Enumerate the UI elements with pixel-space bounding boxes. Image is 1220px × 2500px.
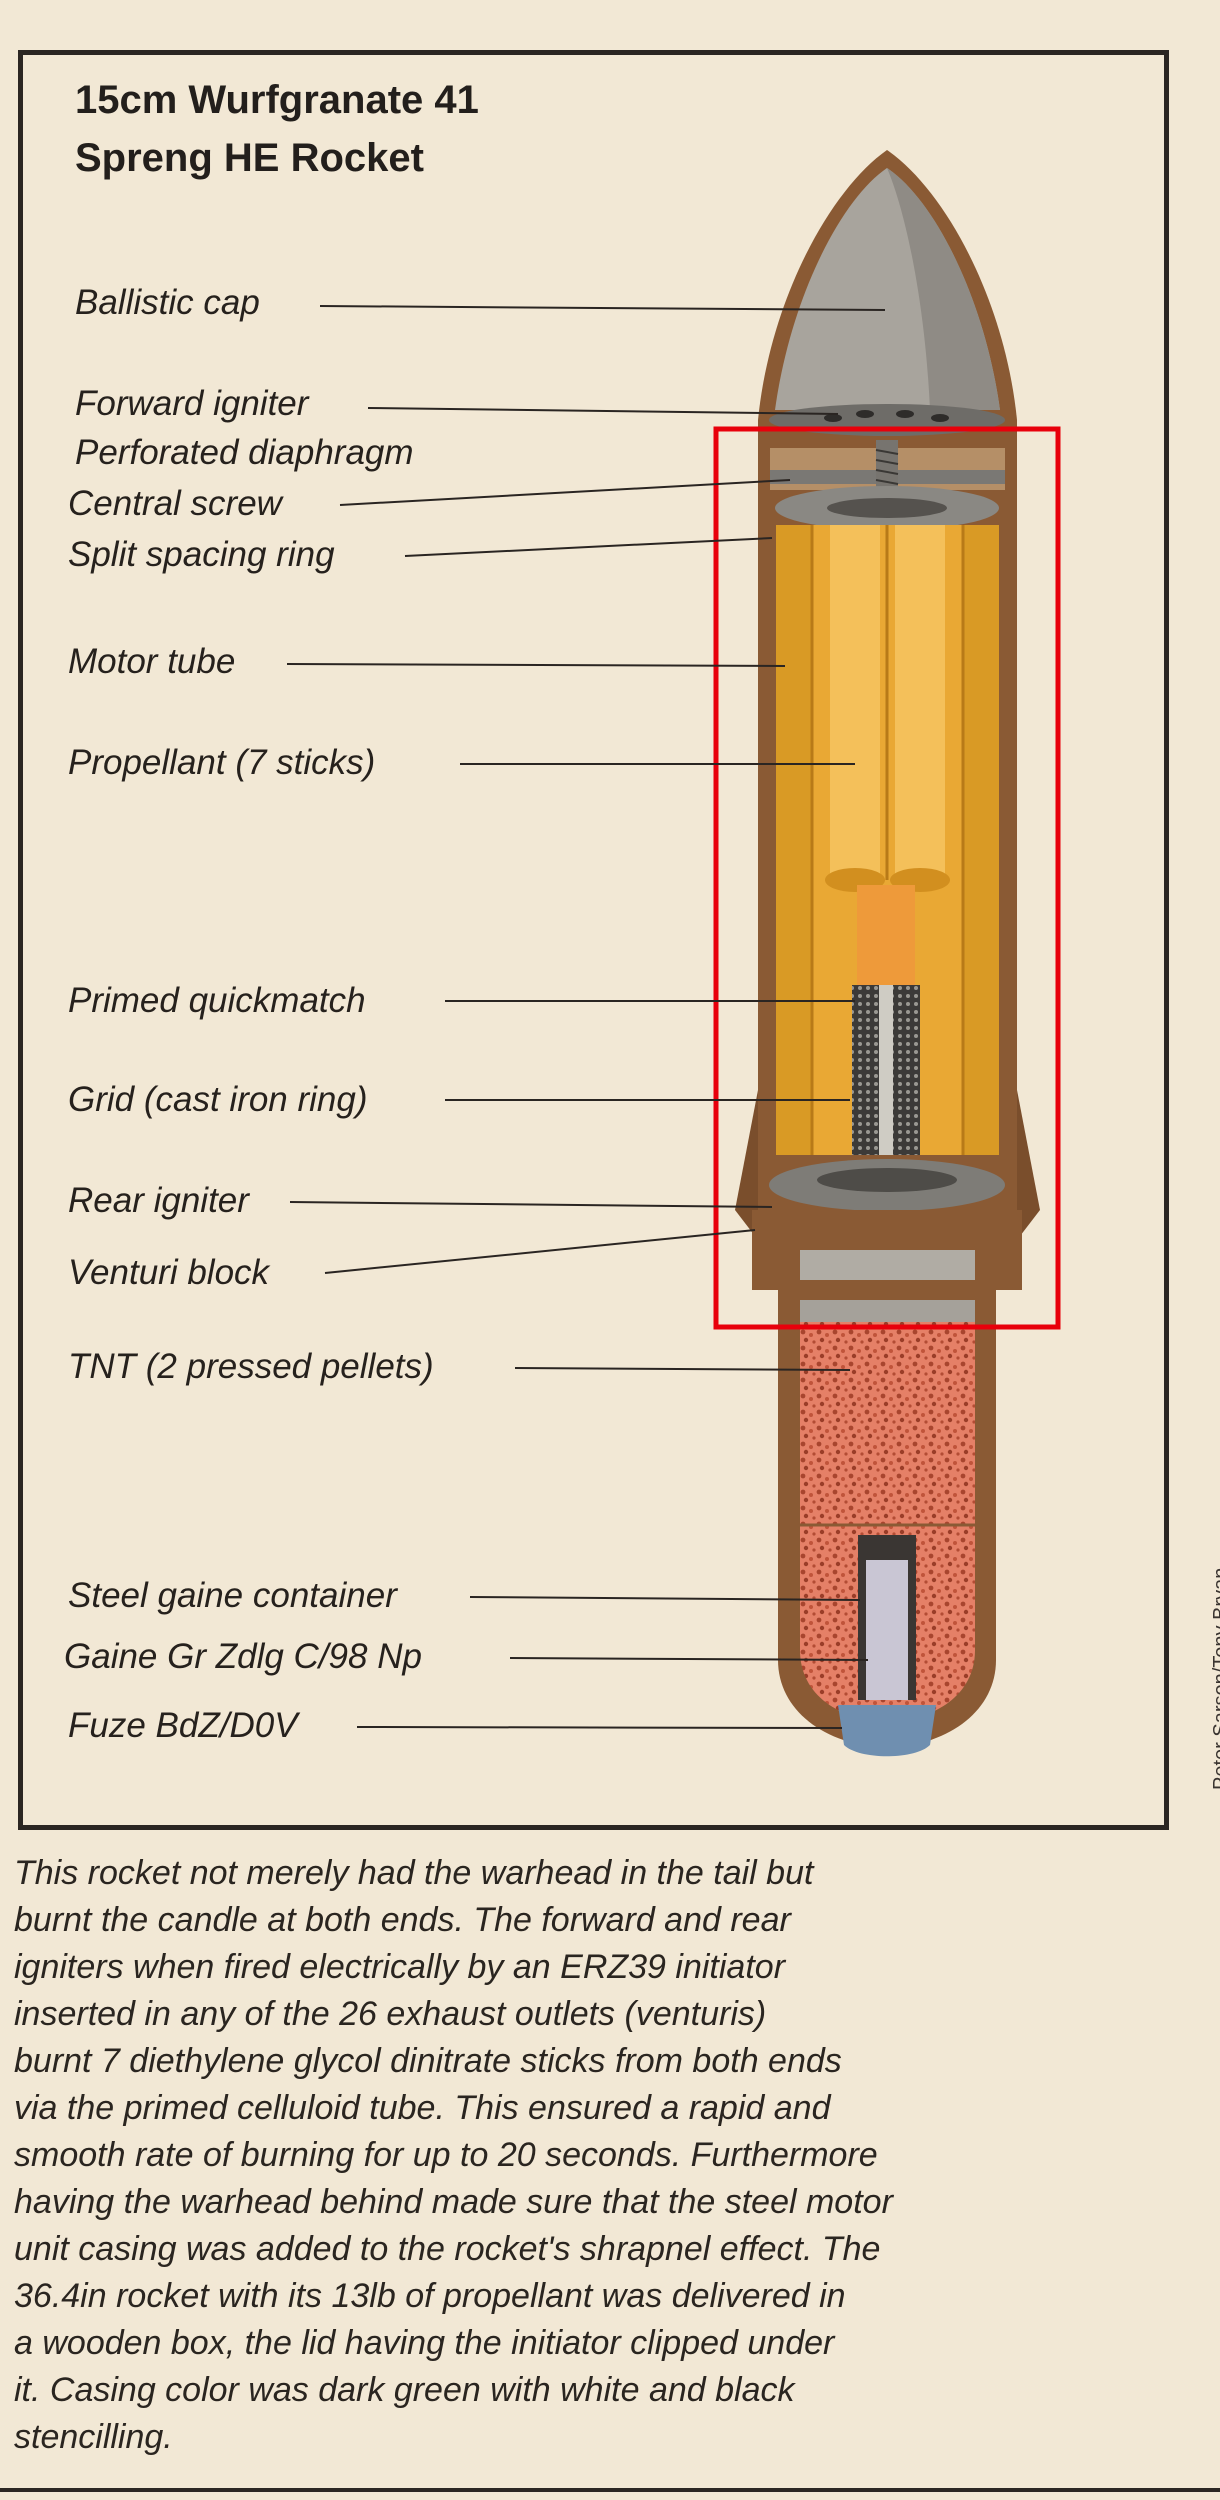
central-screw-shape — [876, 440, 898, 500]
label-grid: Grid (cast iron ring) — [68, 1080, 368, 1119]
caption-line: smooth rate of burning for up to 20 seco… — [14, 2136, 878, 2174]
leader-fuze — [356, 1726, 843, 1729]
leader-tnt — [514, 1367, 851, 1371]
caption-text: This rocket not merely had the warhead i… — [14, 1850, 1194, 2461]
caption-line: inserted in any of the 26 exhaust outlet… — [14, 1995, 767, 2033]
tnt-shape — [800, 1322, 975, 1722]
label-motor-tube: Motor tube — [68, 642, 236, 681]
leader-forward-igniter — [367, 407, 839, 415]
leader-lines — [286, 305, 886, 1729]
caption-line: via the primed celluloid tube. This ensu… — [14, 2089, 831, 2127]
caption-line: stencilling. — [14, 2418, 173, 2456]
label-tnt: TNT (2 pressed pellets) — [68, 1347, 434, 1386]
caption-line: igniters when fired electrically by an E… — [14, 1948, 786, 1986]
label-central-screw: Central screw — [68, 484, 282, 523]
title-line-1: 15cm Wurfgranate 41 — [75, 78, 479, 122]
gaine-shape — [866, 1560, 908, 1700]
bottom-rule — [0, 2488, 1220, 2492]
leader-motor-tube — [286, 663, 786, 667]
rocket-cutaway-diagram — [286, 150, 1061, 1757]
caption-line: having the warhead behind made sure that… — [14, 2183, 893, 2221]
fuze-shape — [838, 1705, 936, 1757]
nose-section — [758, 150, 1017, 440]
caption-line: 36.4in rocket with its 13lb of propellan… — [14, 2277, 846, 2315]
caption-line: This rocket not merely had the warhead i… — [14, 1854, 814, 1892]
leader-central-screw — [339, 479, 791, 506]
label-propellant: Propellant (7 sticks) — [68, 743, 376, 782]
label-gaine: Gaine Gr Zdlg C/98 Np — [64, 1637, 422, 1676]
label-perforated-diaphragm: Perforated diaphragm — [75, 433, 414, 472]
leader-steel-gaine-container — [469, 1596, 861, 1601]
warhead-section — [778, 1290, 996, 1757]
label-steel-gaine-container: Steel gaine container — [68, 1576, 397, 1615]
label-forward-igniter: Forward igniter — [75, 384, 309, 423]
label-ballistic-cap: Ballistic cap — [75, 283, 260, 322]
leader-venturi-block — [324, 1229, 756, 1274]
label-venturi-block: Venturi block — [68, 1253, 270, 1292]
leader-ballistic-cap — [319, 305, 886, 311]
motor-section — [735, 438, 1040, 1290]
label-split-spacing-ring: Split spacing ring — [68, 535, 335, 574]
caption-line: burnt the candle at both ends. The forwa… — [14, 1901, 791, 1939]
highlight-box — [713, 426, 1061, 1330]
primed-quickmatch-shape — [857, 885, 915, 995]
leader-gaine — [509, 1657, 869, 1661]
label-rear-igniter: Rear igniter — [68, 1181, 249, 1220]
title-line-2: Spreng HE Rocket — [75, 136, 424, 180]
leader-split-spacing-ring — [404, 537, 773, 557]
image-credit: Peter Sarson/Tony Bryan — [1210, 1567, 1220, 1790]
label-primed-quickmatch: Primed quickmatch — [68, 981, 366, 1020]
caption-line: a wooden box, the lid having the initiat… — [14, 2324, 835, 2362]
diagram-frame — [18, 50, 1169, 1830]
leader-rear-igniter — [289, 1201, 773, 1208]
caption-line: it. Casing color was dark green with whi… — [14, 2371, 795, 2409]
caption-line: burnt 7 diethylene glycol dinitrate stic… — [14, 2042, 842, 2080]
caption-line: unit casing was added to the rocket's sh… — [14, 2230, 881, 2268]
label-fuze: Fuze BdZ/D0V — [68, 1706, 298, 1745]
